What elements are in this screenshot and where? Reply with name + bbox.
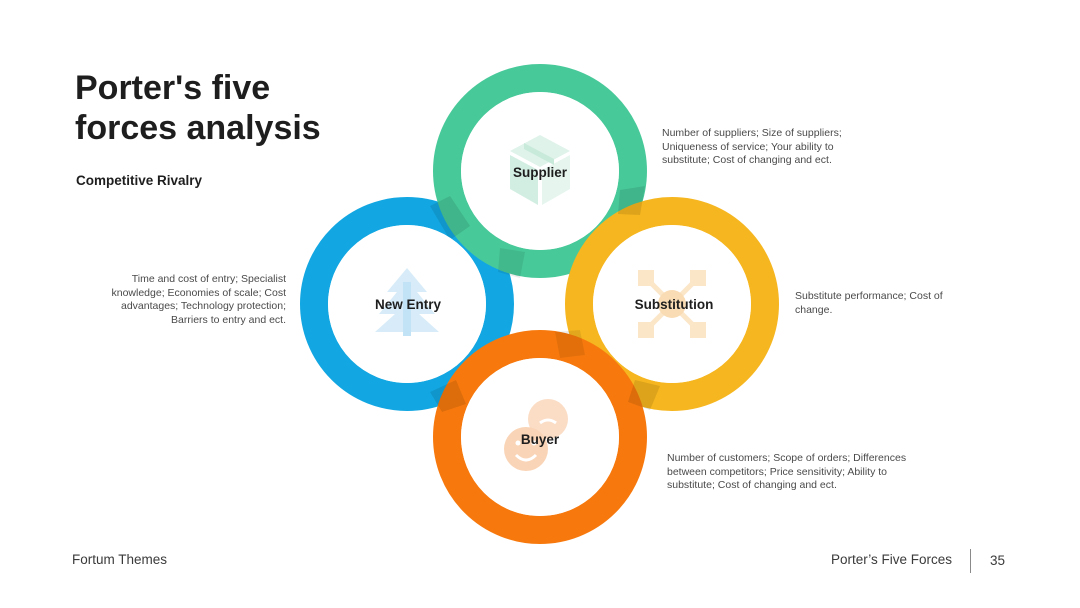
network-icon [638, 270, 706, 338]
page-title: Porter's five forces analysis [75, 69, 321, 147]
overlap-shade-supplier-subst [618, 186, 645, 215]
supplier-label: Supplier [513, 165, 568, 180]
supplier-description: Number of suppliers; Size of suppliers; … [662, 127, 842, 166]
supplier-ring [433, 64, 647, 278]
faces-icon [504, 399, 568, 471]
supplier-disk [461, 92, 619, 250]
overlap-shade-supplier-entry [430, 196, 470, 240]
tree-icon [375, 268, 439, 336]
overlap-shade-entry-buyer [430, 380, 466, 412]
footer-divider [970, 549, 971, 573]
substitution-label: Substitution [635, 297, 714, 312]
new-entry-label: New Entry [375, 297, 442, 312]
page-number: 35 [990, 553, 1006, 568]
overlap-shade-supplier-bottom [498, 248, 525, 278]
buyer-label: Buyer [521, 432, 560, 447]
substitution-ring [565, 197, 779, 411]
subtitle: Competitive Rivalry [76, 173, 203, 188]
footer-brand: Fortum Themes [72, 552, 168, 567]
new-entry-description: Time and cost of entry; Specialist knowl… [111, 273, 286, 326]
overlap-shade-subst-buyer [628, 380, 660, 410]
box-icon [510, 135, 570, 205]
substitution-description: Substitute performance; Cost of change. [795, 290, 943, 316]
new-entry-ring [300, 197, 514, 411]
footer-section: Porter’s Five Forces [830, 552, 952, 567]
buyer-description: Number of customers; Scope of orders; Di… [667, 452, 907, 491]
buyer-ring [433, 330, 647, 544]
overlap-shade-buyer-top [555, 330, 585, 358]
